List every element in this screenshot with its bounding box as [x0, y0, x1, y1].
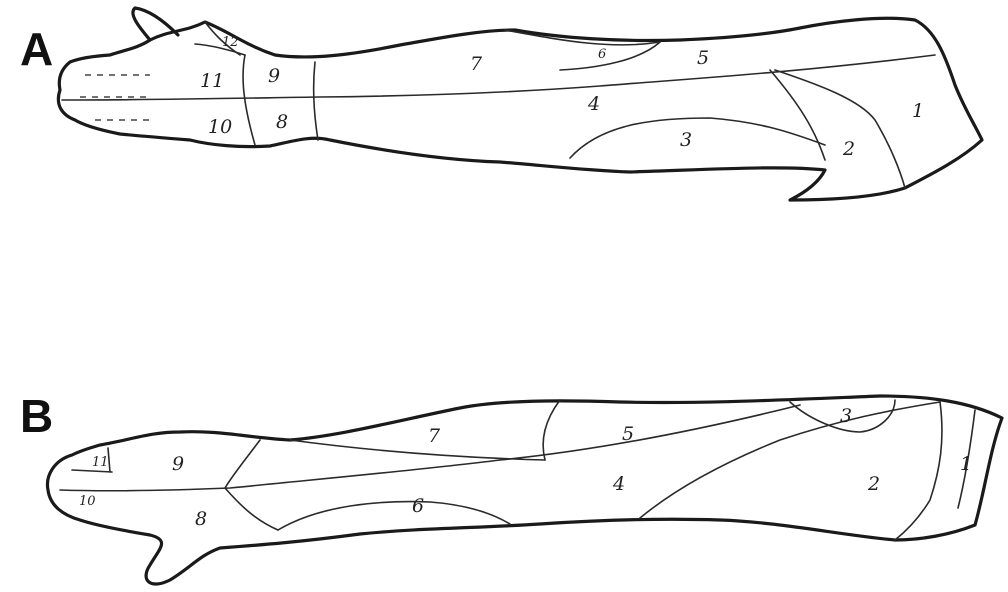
arm-a-label-3: 3 [680, 129, 692, 151]
arm-a-label-2: 2 [842, 138, 855, 160]
arm-a-label-7: 7 [470, 53, 483, 75]
arm-a-outline [58, 18, 982, 200]
arm-b-label-2: 2 [867, 473, 880, 495]
arm-b-label-1: 1 [960, 453, 972, 475]
arm-a-label-4: 4 [587, 93, 600, 115]
arm-a-label-5: 5 [697, 47, 709, 69]
arm-a-label-12: 12 [222, 35, 239, 50]
arm-a-label-1: 1 [912, 100, 924, 122]
arm-a-label-10: 10 [208, 116, 232, 138]
arm-b-label-7: 7 [428, 425, 441, 447]
arm-a-label-11: 11 [200, 70, 224, 92]
arm-a-label-9: 9 [268, 65, 280, 87]
arm-b-label-4: 4 [612, 473, 625, 495]
arm-b-label-11: 11 [92, 455, 109, 470]
arm-b-label-10: 10 [79, 494, 96, 509]
arm-b-label-5: 5 [622, 423, 634, 445]
arm-b-label-8: 8 [195, 508, 207, 530]
arm-a-label-8: 8 [276, 111, 288, 133]
arm-a: 1 2 3 4 5 6 7 8 9 10 11 12 [58, 8, 982, 200]
arm-b-label-6: 6 [412, 495, 424, 517]
arm-a-thumb [133, 8, 178, 40]
arm-a-label-6: 6 [598, 47, 606, 62]
arm-b-label-3: 3 [840, 405, 852, 427]
arm-b-label-9: 9 [172, 453, 184, 475]
arm-b: 1 2 3 4 5 6 7 8 9 10 11 [47, 396, 1002, 584]
